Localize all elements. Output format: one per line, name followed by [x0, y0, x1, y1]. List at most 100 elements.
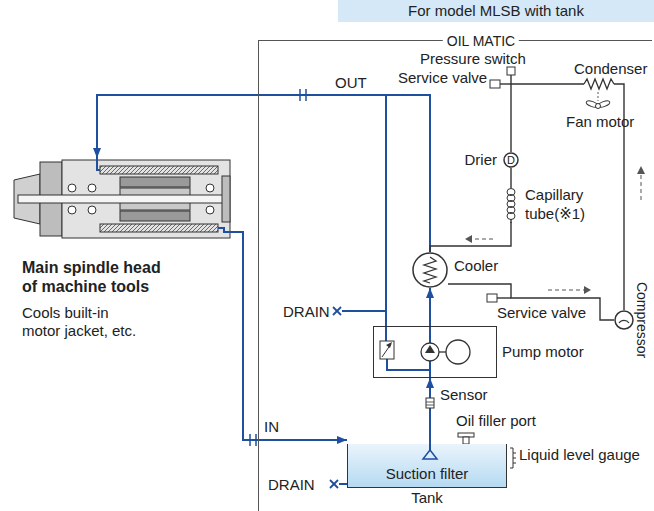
node-label: OIL MATIC — [443, 33, 519, 49]
cooler-symbol: Cooler — [412, 252, 448, 288]
port-tick — [299, 89, 301, 101]
bearing — [68, 206, 76, 214]
sensor-hatch — [426, 402, 434, 403]
service-valve — [490, 80, 500, 88]
text-holder: DRAIN — [283, 303, 330, 320]
cooler-circle — [413, 253, 447, 287]
bearing — [206, 184, 214, 192]
drain-mark — [333, 307, 341, 315]
capillary-coil — [507, 213, 515, 220]
relief-valve — [380, 341, 394, 359]
part-label: Fan motor — [566, 113, 634, 130]
ground-patch — [584, 77, 614, 91]
suction-filter — [423, 450, 437, 459]
node-label: D — [507, 155, 515, 166]
text-holder: Cools built-in motor jacket, etc. — [22, 304, 144, 340]
drain-mark — [330, 480, 338, 488]
oil-line — [429, 288, 431, 326]
text-holder: Main spindle head of machine tools — [22, 258, 170, 296]
text-holder: D — [507, 155, 515, 166]
level-gauge — [510, 448, 513, 468]
oil-channel — [97, 158, 100, 170]
gauge-tick — [513, 453, 516, 454]
bearing — [88, 206, 96, 214]
text-holder: Pump motor — [502, 343, 584, 360]
text-holder: OIL MATIC — [443, 33, 519, 49]
part-label: Pressure switch — [420, 50, 526, 67]
cooler-coil — [424, 257, 436, 283]
pump-line — [429, 326, 431, 343]
flow-arrow — [584, 286, 591, 294]
text-holder: Pressure switch — [420, 50, 526, 67]
valve-stub — [500, 83, 511, 84]
pump-shaft — [439, 351, 446, 352]
drain-line — [339, 483, 347, 485]
part-label: DRAIN — [283, 303, 330, 320]
pump-symbol — [421, 343, 439, 361]
text-holder: Drier — [465, 151, 498, 168]
compressor-outline — [614, 310, 634, 330]
text-holder: Capillary tube(※1) — [525, 186, 617, 224]
oil-line — [232, 232, 347, 440]
motor-stator — [120, 177, 190, 187]
part-label: Service valve — [398, 69, 487, 86]
text-holder: IN — [264, 418, 279, 435]
relief-arrow — [386, 342, 392, 348]
oil-line — [97, 95, 430, 252]
part-label: OUT — [335, 74, 367, 91]
drier-symbol: DDrier — [503, 152, 519, 168]
part-label: Oil filler port — [456, 412, 536, 429]
pump-triangle — [425, 345, 435, 353]
unit-frame: DDrierCoolerCompressorPump motorSuction … — [258, 40, 652, 511]
node-label: Compressor — [634, 282, 650, 358]
drain-mark — [333, 307, 341, 315]
part-label: Capillary tube(※1) — [525, 186, 617, 224]
condenser-symbol — [584, 79, 614, 89]
part-label: Sensor — [440, 386, 488, 403]
relief-return — [387, 359, 430, 370]
port-tick — [249, 434, 251, 446]
bearing — [88, 184, 96, 192]
switch-stub — [510, 75, 511, 84]
motor-stator — [120, 211, 190, 221]
service-valve — [487, 294, 497, 302]
fan-hub — [596, 104, 601, 109]
bypass-line — [385, 95, 387, 341]
text-holder: Liquid level gauge — [519, 446, 640, 463]
text-holder: Suction filter — [386, 465, 469, 482]
pressure-switch — [507, 67, 515, 75]
node-sublabel: Drier — [465, 151, 498, 168]
capillary-coil — [510, 219, 511, 223]
rear-cap — [222, 176, 230, 222]
pump-unit: Pump motor — [373, 326, 497, 378]
flow-arrow — [637, 166, 645, 174]
text-holder: Condenser — [574, 60, 647, 77]
drain-mark — [330, 480, 338, 488]
text-holder: Tank — [411, 489, 443, 506]
cooling-jacket — [100, 166, 218, 174]
text-holder: Cooler — [454, 257, 498, 274]
part-label: Condenser — [574, 60, 647, 77]
fan-link — [598, 92, 599, 101]
filler-cap — [458, 433, 474, 437]
node-sublabel: Tank — [411, 489, 443, 506]
bearing — [206, 206, 214, 214]
spindle-shaft — [18, 195, 226, 203]
text-holder: Compressor — [634, 282, 650, 358]
ground-patch — [505, 188, 517, 222]
sensor-symbol — [426, 398, 434, 408]
motor-symbol — [446, 340, 470, 364]
pump-line — [429, 361, 431, 378]
node-label: Cooler — [454, 257, 498, 274]
text-holder: Service valve — [398, 69, 487, 86]
flow-arrow — [548, 290, 584, 291]
header-band: For model MLSB with tank — [338, 0, 654, 22]
part-label: IN — [264, 418, 279, 435]
valve-stub — [497, 297, 511, 298]
port-tick — [255, 434, 257, 446]
flow-arrow — [465, 235, 472, 243]
text-holder: Oil filler port — [456, 412, 536, 429]
